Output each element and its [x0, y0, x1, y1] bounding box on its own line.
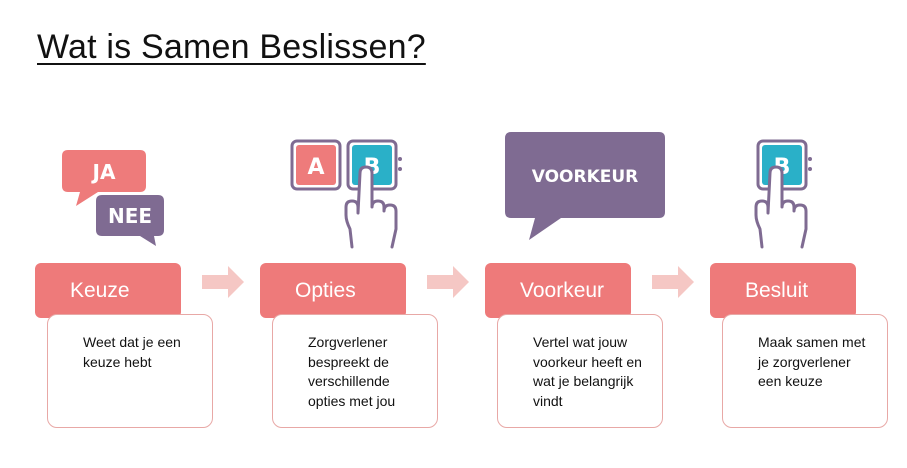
- choice-card-icon: B: [754, 139, 812, 249]
- step-label-voorkeur: Voorkeur: [485, 263, 631, 318]
- speech-bubble-icon: VOORKEUR: [505, 132, 665, 240]
- step-label-besluit: Besluit: [710, 263, 856, 318]
- speech-bubbles-icon: JA NEE: [62, 150, 164, 246]
- bubble-voorkeur-text: VOORKEUR: [532, 167, 639, 187]
- choice-cards-icon: A B: [290, 139, 402, 249]
- card-a-text: A: [307, 155, 324, 180]
- step-description-opties: Zorgverlener bespreekt de verschillende …: [272, 314, 438, 428]
- arrow-right-icon: [652, 266, 694, 298]
- bubble-ja-text: JA: [91, 160, 116, 184]
- arrow-right-icon: [427, 266, 469, 298]
- step-description-besluit: Maak samen met je zorgverlener een keuze: [722, 314, 888, 428]
- step-label-keuze: Keuze: [35, 263, 181, 318]
- step-description-keuze: Weet dat je een keuze hebt: [47, 314, 213, 428]
- bubble-nee-text: NEE: [108, 204, 152, 228]
- step-label-opties: Opties: [260, 263, 406, 318]
- page-title: Wat is Samen Beslissen?: [37, 28, 426, 66]
- arrow-right-icon: [202, 266, 244, 298]
- step-description-voorkeur: Vertel wat jouw voorkeur heeft en wat je…: [497, 314, 663, 428]
